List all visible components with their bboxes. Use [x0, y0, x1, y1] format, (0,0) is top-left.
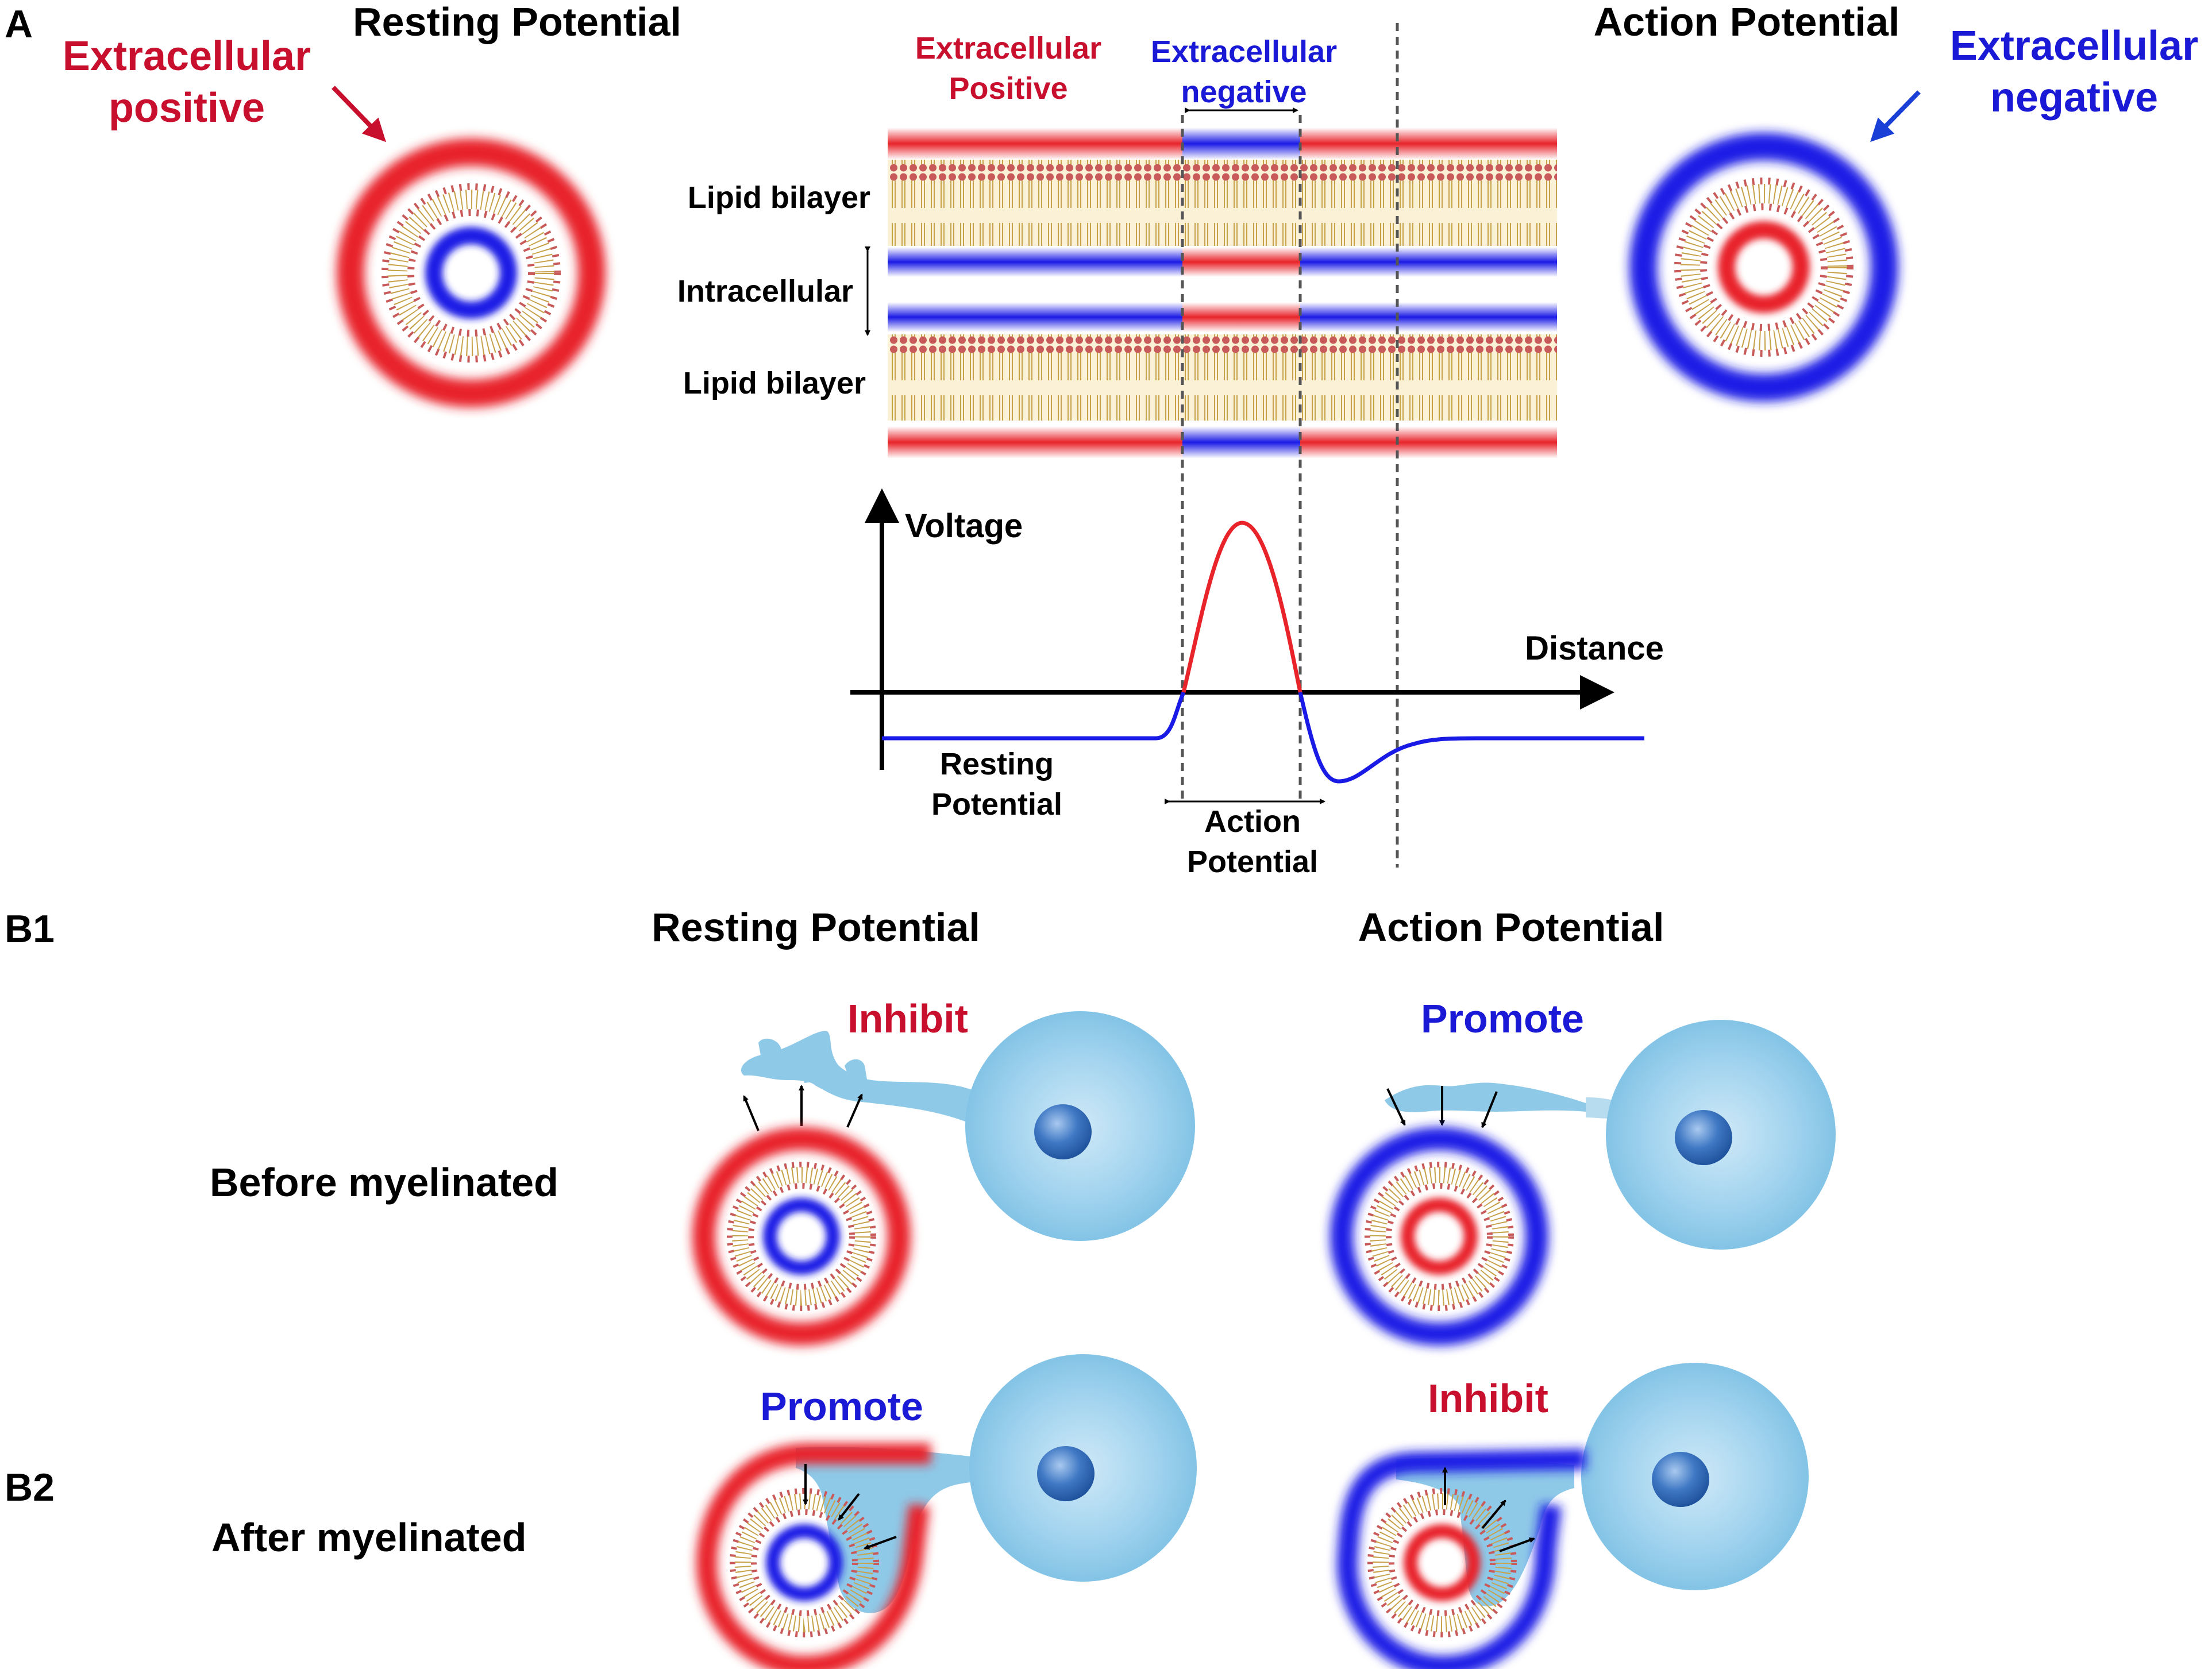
row-label-after: After myelinated — [211, 1515, 526, 1560]
red-pointer-arrow — [332, 86, 386, 142]
extracellular-positive-line1: Extracellular — [63, 33, 311, 79]
strip-positive-line2: Positive — [949, 71, 1068, 106]
lipid-bilayer-bottom-strip — [888, 334, 1557, 421]
col-title-resting: Resting Potential — [652, 905, 980, 950]
col-title-action: Action Potential — [1358, 905, 1664, 950]
action-cross-section — [1629, 133, 1898, 402]
strip-positive-line1: Extracellular — [915, 31, 1101, 65]
intracellular-label: Intracellular — [677, 274, 853, 309]
b1-action-effect-label: Promote — [1421, 996, 1584, 1041]
row-label-before: Before myelinated — [210, 1160, 558, 1205]
myelin-wrap-b2-resting — [696, 1443, 931, 1669]
b2-resting-effect-label: Promote — [760, 1384, 923, 1429]
band-top-blue — [1182, 128, 1300, 160]
b1-action-scene — [1330, 1020, 1836, 1346]
panel-label-b1: B1 — [5, 907, 55, 951]
band-in2-blue-left — [888, 302, 1182, 332]
band-bot-blue — [1182, 426, 1300, 458]
band-in1-blue-left — [888, 247, 1182, 277]
band-top-red-left — [888, 128, 1182, 160]
resting-cross-section — [337, 138, 606, 407]
b2-action-effect-label: Inhibit — [1428, 1376, 1548, 1421]
axon-b2-action — [1367, 1488, 1517, 1637]
band-top-red-right — [1300, 128, 1557, 160]
strip-negative-line1: Extracellular — [1151, 34, 1337, 69]
extracellular-positive-line2: positive — [109, 85, 265, 131]
b2-action-scene — [1336, 1363, 1809, 1669]
strip-negative-line2: negative — [1181, 75, 1307, 109]
axon-strip: Extracellular Positive Extracellular neg… — [677, 31, 1557, 458]
b1-resting-effect-label: Inhibit — [847, 996, 968, 1041]
band-in1-blue-right — [1300, 247, 1557, 277]
band-in1-red — [1182, 247, 1300, 277]
axon-b1-action — [1330, 1127, 1548, 1346]
band-bot-red-right — [1300, 426, 1557, 458]
lipid-bilayer-label-bottom: Lipid bilayer — [683, 366, 866, 400]
lipid-bilayer-label-top: Lipid bilayer — [688, 180, 870, 215]
panel-label-b2: B2 — [5, 1466, 55, 1509]
band-in2-red — [1182, 302, 1300, 332]
band-in2-blue-right — [1300, 302, 1557, 332]
resting-potential-label-line1: Resting — [940, 747, 1054, 781]
lipid-bilayer-top-strip — [888, 160, 1557, 246]
band-bot-red-left — [888, 426, 1182, 458]
b1-resting-scene — [692, 1011, 1195, 1346]
action-potential-label-line1: Action — [1204, 804, 1301, 839]
resting-potential-trace — [882, 691, 1186, 741]
oligodendrocyte-b1-action — [1385, 1020, 1836, 1250]
axon-b1-resting — [692, 1127, 911, 1346]
voltage-axis-label: Voltage — [905, 507, 1023, 545]
action-title-a: Action Potential — [1594, 0, 1900, 44]
panel-label-a: A — [5, 2, 33, 46]
oligodendrocyte-b1-resting — [741, 1011, 1195, 1241]
hyperpolarization-trace — [1298, 692, 1644, 784]
distance-axis-label: Distance — [1525, 630, 1664, 667]
blue-pointer-arrow — [1870, 90, 1921, 142]
action-potential-label-line2: Potential — [1187, 845, 1318, 879]
action-potential-spike — [1181, 521, 1302, 693]
b2-resting-scene — [696, 1354, 1197, 1669]
extracellular-negative-line1: Extracellular — [1950, 23, 2198, 69]
myelin-wrap-b2-action — [1336, 1449, 1586, 1669]
resting-title-a: Resting Potential — [353, 0, 681, 44]
extracellular-negative-line2: negative — [1990, 75, 2158, 121]
voltage-plot: Voltage Distance Resting Potential Actio… — [850, 488, 1664, 879]
resting-potential-label-line2: Potential — [931, 787, 1062, 822]
